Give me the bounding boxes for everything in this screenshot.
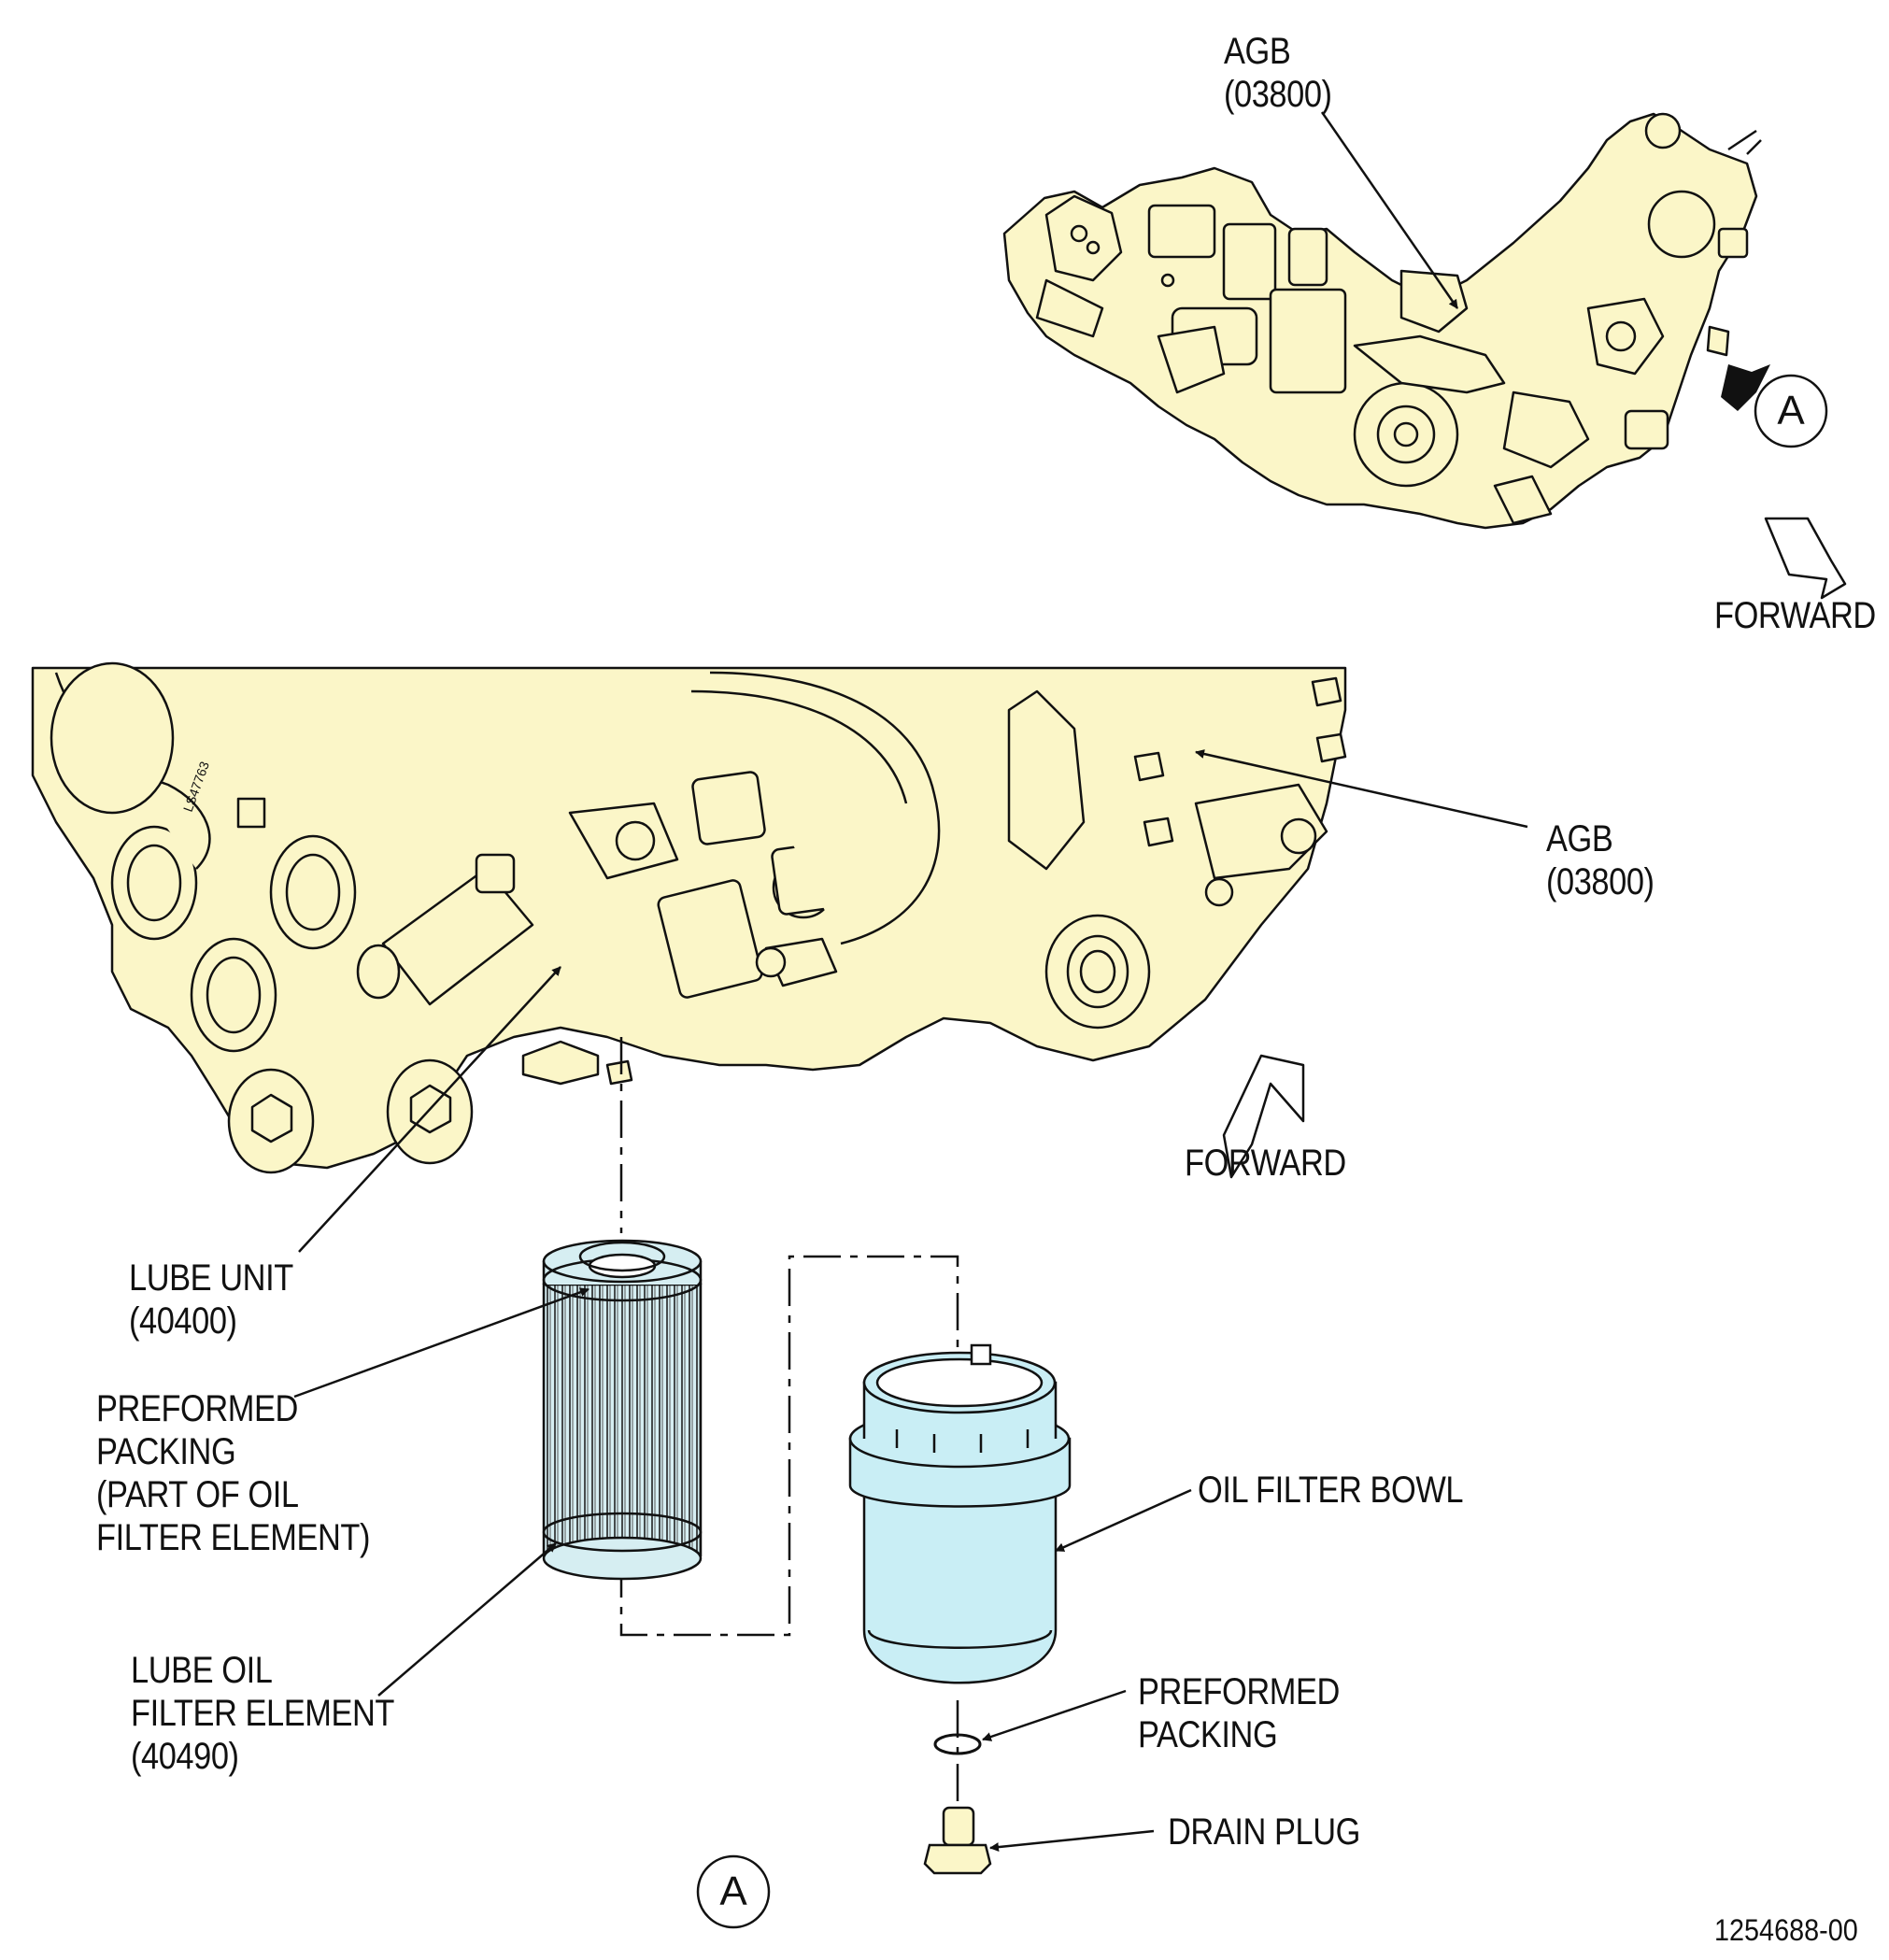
lube-unit-label-line2: (40400) [129,1300,237,1342]
preformed-packing-label: PREFORMED PACKING [1138,1670,1340,1756]
drain-plug-leader [989,1829,1155,1853]
preformed-packing-element-line3: (PART OF OIL [96,1474,299,1515]
figure-number: 1254688-00 [1714,1913,1858,1947]
view-a-arrow-top [1721,364,1770,411]
preformed-packing-leader [982,1689,1127,1741]
lube-oil-filter-element-leader [377,1542,557,1697]
preformed-packing-element-line4: FILTER ELEMENT) [96,1517,370,1558]
lube-unit-leader [298,966,561,1253]
drain-plug [923,1806,992,1875]
lube-unit-label: LUBE UNIT (40400) [129,1257,293,1342]
agb-mid-leader [1195,749,1528,829]
agb-top-label: AGB (03800) [1224,30,1332,116]
oil-filter-bowl-label: OIL FILTER BOWL [1198,1470,1464,1511]
agb-top-leader [1320,111,1459,309]
view-a-marker-bottom-circle [696,1854,771,1929]
view-a-marker-top: A [1777,388,1805,433]
forward-arrow-mid-icon [1222,1054,1305,1179]
agb-overview-engine [1002,112,1762,530]
preformed-packing-ring [933,1733,982,1755]
lube-oil-filter-element-line3: (40490) [131,1736,239,1777]
agb-detail-view: LS47763 [31,661,1347,1174]
preformed-packing-element-label: PREFORMED PACKING (PART OF OIL FILTER EL… [96,1387,370,1559]
view-a-marker-top-circle [1754,374,1828,448]
agb-top-label-line1: AGB [1224,31,1291,72]
forward-arrow-top-icon [1764,517,1847,600]
lube-oil-filter-element [542,1239,703,1581]
agb-mid-label-line1: AGB [1546,818,1613,859]
oil-filter-bowl [848,1343,1072,1684]
agb-mid-label-line2: (03800) [1546,861,1655,902]
preformed-packing-element-line2: PACKING [96,1431,236,1472]
drain-plug-label: DRAIN PLUG [1168,1811,1360,1853]
agb-mid-label: AGB (03800) [1546,817,1655,903]
lube-oil-filter-element-line2: FILTER ELEMENT [131,1693,394,1734]
lube-unit-label-line1: LUBE UNIT [129,1257,293,1299]
preformed-packing-element-leader [293,1287,589,1399]
assembly-centerline [619,1037,959,1803]
preformed-packing-element-line1: PREFORMED [96,1388,298,1429]
lube-oil-filter-element-label: LUBE OIL FILTER ELEMENT (40490) [131,1649,394,1778]
forward-mid-label: FORWARD [1185,1143,1346,1184]
agb-top-label-line2: (03800) [1224,74,1332,115]
oil-filter-bowl-leader [1055,1488,1192,1553]
lube-oil-filter-element-line1: LUBE OIL [131,1650,273,1691]
view-a-marker-bottom: A [719,1868,747,1914]
forward-top-label: FORWARD [1714,595,1876,636]
preformed-packing-label-line1: PREFORMED [1138,1671,1340,1712]
preformed-packing-label-line2: PACKING [1138,1714,1278,1755]
